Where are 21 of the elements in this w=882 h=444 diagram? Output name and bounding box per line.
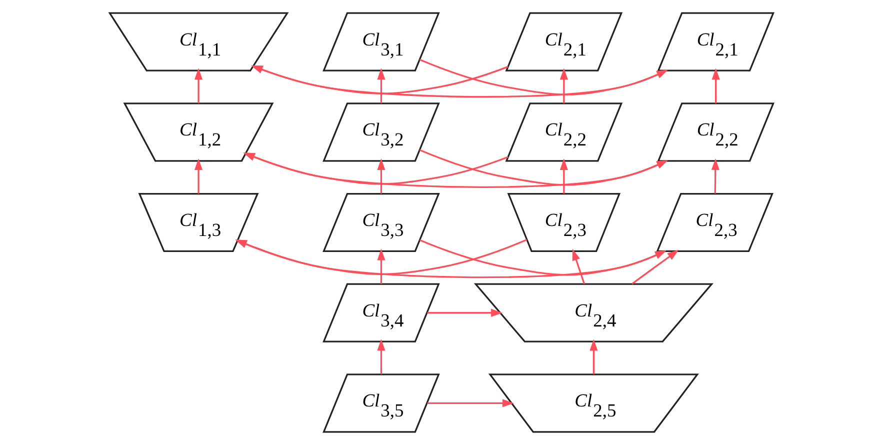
arrow bbox=[710, 158, 719, 194]
arrow bbox=[418, 58, 668, 95]
arrow bbox=[419, 238, 666, 276]
arrow bbox=[250, 64, 508, 94]
arrow bbox=[194, 158, 202, 194]
arrow bbox=[376, 248, 385, 284]
arrow bbox=[376, 68, 385, 103]
arrow bbox=[426, 308, 502, 316]
arrow bbox=[572, 248, 585, 284]
arrow bbox=[418, 148, 668, 186]
arrow bbox=[242, 152, 508, 184]
arrow bbox=[559, 158, 568, 194]
arrow bbox=[589, 338, 598, 374]
arrow bbox=[631, 249, 678, 284]
arrow bbox=[426, 398, 514, 407]
arrow bbox=[234, 238, 527, 275]
arrow bbox=[711, 68, 720, 103]
arrow bbox=[559, 68, 568, 103]
arrow bbox=[194, 68, 202, 103]
arrow bbox=[376, 158, 385, 194]
arrow bbox=[376, 338, 385, 374]
